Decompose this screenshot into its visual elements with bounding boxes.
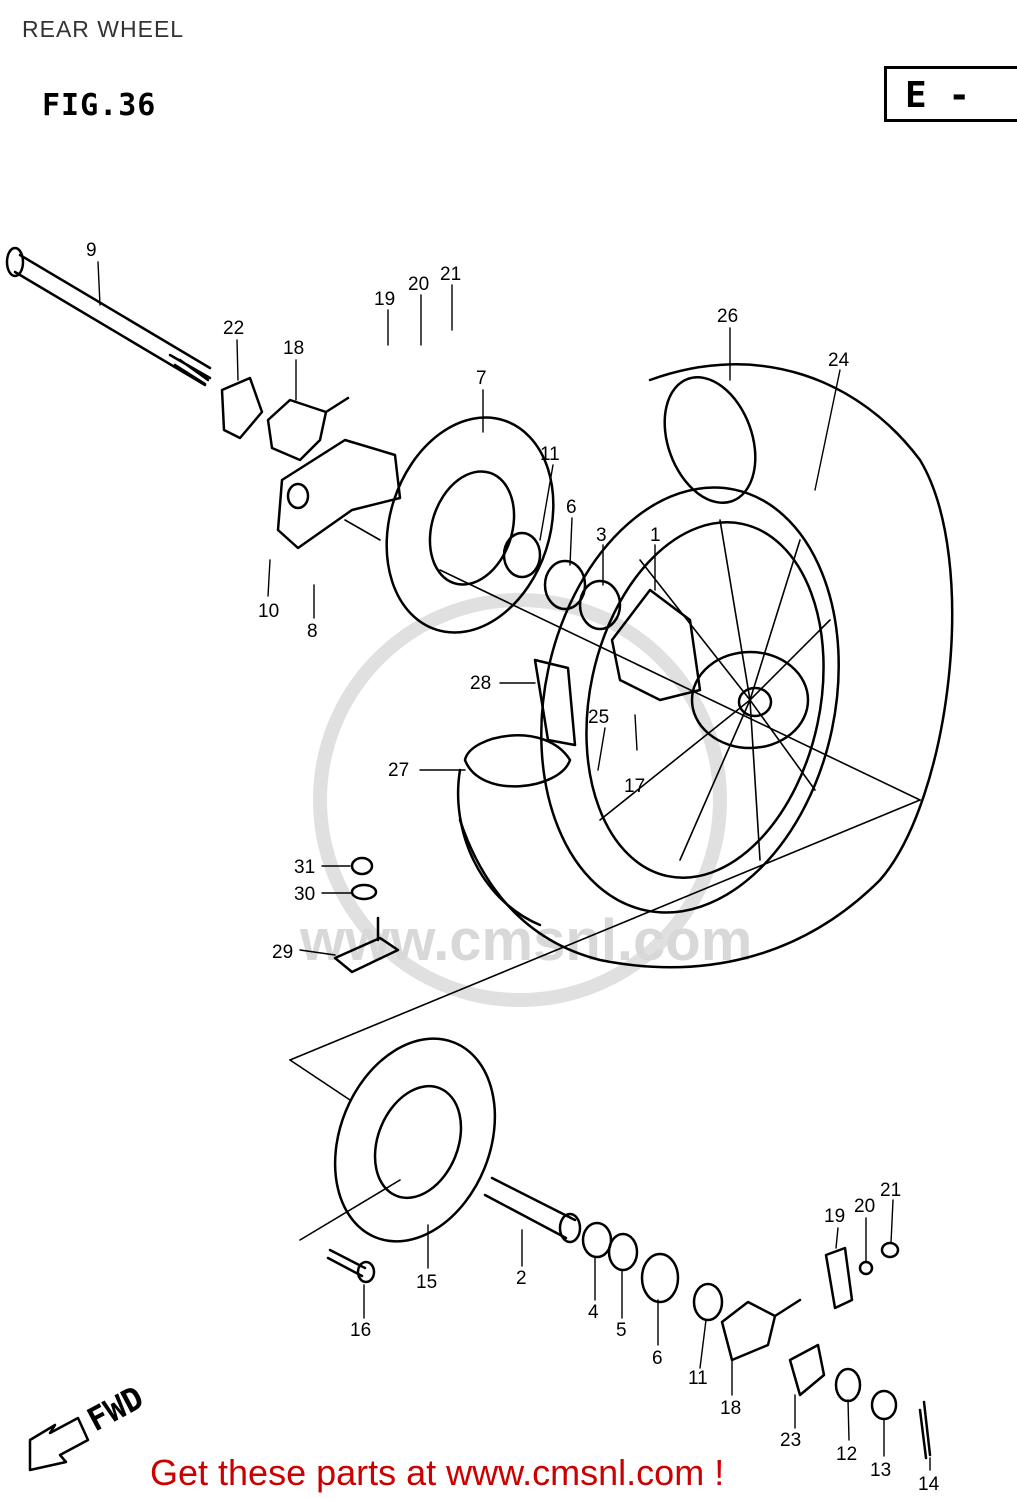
callout: 21 [880,1180,901,1201]
callout: 5 [616,1320,627,1341]
callout: 22 [223,318,244,339]
callout: 4 [588,1302,599,1323]
wheel-spokes [599,519,831,861]
callout: 11 [540,444,560,465]
figure-number: FIG.36 [42,88,157,123]
callout: 18 [720,1398,741,1419]
callout: 6 [566,497,577,518]
callout: 20 [854,1196,875,1217]
collar-bottom [692,1282,724,1322]
callout: 29 [272,942,293,963]
region-code: E - [905,75,971,116]
valve-washer [350,883,378,901]
callout: 23 [780,1430,801,1451]
inner-tube [456,734,572,927]
axle-part [5,246,212,387]
brake-disc [385,416,555,634]
callout: 26 [717,306,738,327]
callout: 12 [836,1444,857,1465]
footer-cta-link[interactable]: Get these parts at www.cmsnl.com ! [150,1452,725,1493]
axle-spacer [483,1176,577,1240]
callout: 17 [624,776,645,797]
callout: 6 [652,1348,663,1369]
callout-leaders [97,261,931,1471]
callout: 20 [408,274,429,295]
region-code-box: E - [884,66,1017,122]
callout: 30 [294,884,315,905]
callout: 9 [86,240,97,261]
chain-adjuster-plate [220,376,264,440]
sprocket-bolt [326,1248,367,1278]
watermark: www.cmsnl.com [299,593,752,1007]
callout: 7 [476,368,487,389]
rear-sprocket [333,1037,497,1243]
callout: 21 [440,264,461,285]
rim-band [533,658,577,747]
callout: 16 [350,1320,371,1341]
callout: 25 [588,707,609,728]
callout: 8 [307,621,318,642]
rear-wheel-assembly [458,363,954,969]
callout: 10 [258,601,279,622]
chain-adjuster [266,396,350,462]
page-title: REAR WHEEL [22,16,185,42]
cotter-pin [918,1400,932,1460]
circlip [607,1232,639,1272]
forward-arrow-icon [28,1416,90,1472]
axle-nut [870,1389,898,1421]
callout: 14 [918,1474,940,1495]
bearing-right [578,579,622,631]
callout: 2 [516,1268,527,1289]
callout: 27 [388,760,409,781]
bearing-bottom [581,1221,613,1259]
oil-seal [640,1252,680,1304]
valve-nut [350,856,374,876]
bearing-left [543,559,587,611]
callout: 28 [470,673,491,694]
callout: 19 [824,1206,845,1227]
callout: 13 [870,1460,891,1481]
chain-adjuster-bottom [720,1298,802,1362]
rear-hub [610,588,702,702]
callout: 18 [283,338,304,359]
callout: 3 [596,525,607,546]
washer-bottom [834,1367,862,1403]
callout-labels: 9 22 18 19 20 21 7 11 6 3 1 26 24 28 25 … [86,240,940,1495]
chain-adjuster-stopper [824,1246,854,1310]
forward-label: FWD [81,1378,150,1439]
callout: 15 [416,1272,437,1293]
caliper-bracket [276,438,402,550]
rim-lock [333,916,400,974]
chain-adjuster-plate-bottom [788,1343,826,1397]
reference-lines [289,519,921,1241]
callout: 24 [828,350,850,371]
callout: 11 [688,1368,708,1389]
callout: 1 [650,525,661,546]
callout: 31 [294,857,315,878]
callout: 19 [374,289,395,310]
collar [502,531,542,579]
